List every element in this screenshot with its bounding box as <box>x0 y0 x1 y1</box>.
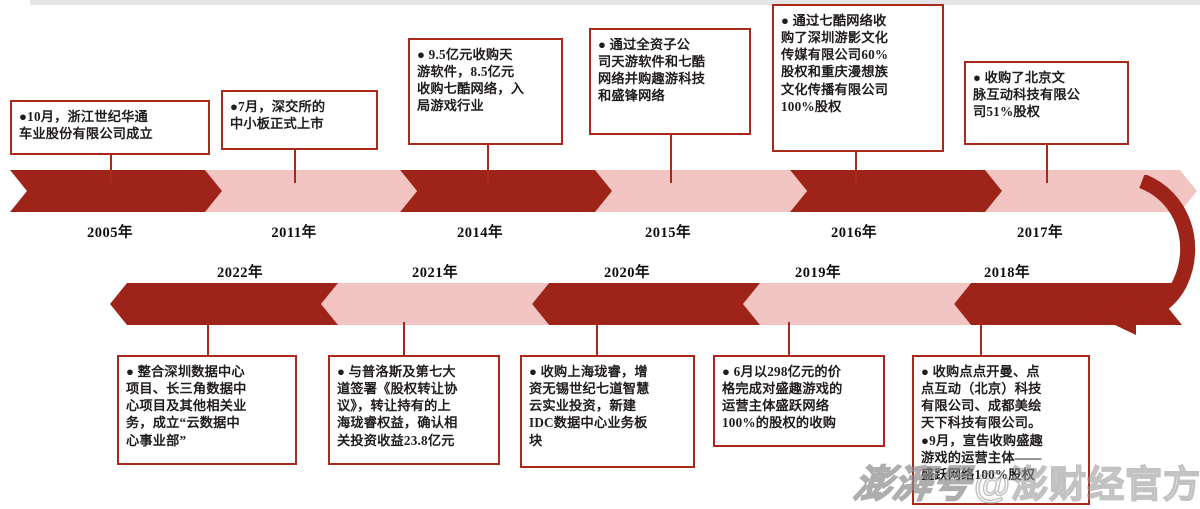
timeline-segment-2017 <box>985 170 1197 212</box>
event-line: 盛跃网络100%股权 <box>921 466 1036 482</box>
year-label-2021: 2021年 <box>412 265 458 281</box>
top-timeline-arrow-row <box>10 170 1180 212</box>
event-line: 点互动（北京）科技 <box>921 381 1042 397</box>
event-box-2016: ● 通过七酷网络收 购了深圳游影文化 传媒有限公司60% 股权和重庆漫想族 文化… <box>772 4 944 152</box>
year-label-2014: 2014年 <box>457 225 503 241</box>
event-line: 运营主体盛跃网络 <box>722 398 830 414</box>
event-line: 传媒有限公司60% <box>781 47 889 63</box>
event-line: 海珑睿权益，确认相 <box>337 415 458 431</box>
event-line: 游戏的运营主体—— <box>921 449 1042 465</box>
year-label-2022: 2022年 <box>217 265 263 281</box>
event-line: 局游戏行业 <box>417 98 484 114</box>
event-box-2019: ● 6月以298亿元的价 格完成对盛趣游戏的 运营主体盛跃网络 100%的股权的… <box>713 355 885 447</box>
event-line: 脉互动科技有限公 <box>973 87 1081 103</box>
event-box-2005: ●10月，浙江世纪华通 车业股份有限公司成立 <box>10 100 210 155</box>
event-line: 中小板正式上市 <box>230 116 324 132</box>
event-line: 网络并购趣游科技 <box>598 71 706 87</box>
stem-2016 <box>855 152 857 183</box>
event-line: ● 6月以298亿元的价 <box>722 364 842 379</box>
event-line: 司天游软件和七酷 <box>598 54 706 70</box>
event-line: 100%的股权的收购 <box>722 415 837 431</box>
event-box-2017: ● 收购了北京文 脉互动科技有限公 司51%股权 <box>964 61 1129 145</box>
stem-2021 <box>403 322 405 357</box>
event-line: ● 收购了北京文 <box>973 70 1065 85</box>
event-line: 项目、长三角数据中 <box>126 381 247 397</box>
event-line: 有限公司、成都美绘 <box>921 398 1042 414</box>
year-label-2005: 2005年 <box>87 225 133 241</box>
stem-2019 <box>788 322 790 357</box>
event-line: 收购七酷网络，入 <box>417 81 525 97</box>
event-line: 块 <box>529 432 543 448</box>
year-label-2020: 2020年 <box>604 265 650 281</box>
event-line: 和盛锋网络 <box>598 88 665 104</box>
event-box-2021: ● 与普洛斯及第七大 道签署《股权转让协 议》，转让持有的上 海珑睿权益，确认相… <box>328 355 500 465</box>
event-line: 100%股权 <box>781 98 842 114</box>
event-line: 云实业投资，新建 <box>529 398 637 414</box>
event-line: 心项目及其他相关业 <box>126 398 247 414</box>
timeline-segment-2015 <box>595 170 807 212</box>
event-line: ● 与普洛斯及第七大 <box>337 364 456 379</box>
stem-2017 <box>1046 145 1048 183</box>
event-line: 文化传播有限公司 <box>781 81 889 97</box>
event-line: IDC数据中心业务板 <box>529 415 648 431</box>
event-box-2014: ● 9.5亿元收购天 游软件，8.5亿元 收购七酷网络，入 局游戏行业 <box>408 38 563 145</box>
event-line: 议》，转让持有的上 <box>337 398 451 414</box>
event-box-2020: ● 收购上海珑睿，增 资无锡世纪七道智慧 云实业投资，新建 IDC数据中心业务板… <box>520 355 695 468</box>
timeline-segment-2005 <box>10 170 222 212</box>
event-line: 务，成立“云数据中 <box>126 415 240 431</box>
stem-2020 <box>596 322 598 357</box>
timeline-segment-2021 <box>321 283 549 325</box>
event-line: 游软件，8.5亿元 <box>417 64 515 80</box>
event-line: ●9月，宣告收购盛趣 <box>921 432 1044 448</box>
stem-2005 <box>110 155 112 183</box>
event-line: 天下科技有限公司。 <box>921 415 1042 431</box>
event-line: ●10月，浙江世纪华通 <box>19 109 148 124</box>
event-line: 车业股份有限公司成立 <box>19 126 153 142</box>
top-grey-strip <box>30 0 1200 5</box>
year-label-2011: 2011年 <box>271 225 317 241</box>
timeline-segment-2011 <box>205 170 417 212</box>
timeline-segment-2014 <box>400 170 612 212</box>
event-line: 心事业部” <box>126 432 187 448</box>
stem-2015 <box>670 135 672 183</box>
timeline-segment-2019 <box>743 283 971 325</box>
event-box-2018: ● 收购点点开曼、点 点互动（北京）科技 有限公司、成都美绘 天下科技有限公司。… <box>912 355 1090 505</box>
event-line: 格完成对盛趣游戏的 <box>722 381 843 397</box>
event-line: 关投资收益23.8亿元 <box>337 432 455 448</box>
event-line: 购了深圳游影文化 <box>781 30 889 46</box>
year-label-2018: 2018年 <box>984 265 1030 281</box>
timeline-segment-2016 <box>790 170 1002 212</box>
timeline-segment-2018 <box>954 283 1182 325</box>
event-line: 道签署《股权转让协 <box>337 381 458 397</box>
stem-2022 <box>207 322 209 357</box>
event-box-2022: ● 整合深圳数据中心 项目、长三角数据中 心项目及其他相关业 务，成立“云数据中… <box>117 355 297 465</box>
timeline-segment-2022 <box>110 283 338 325</box>
year-label-2019: 2019年 <box>795 265 841 281</box>
event-line: ●7月，深交所的 <box>230 99 326 114</box>
stem-2018 <box>980 322 982 357</box>
event-box-2015: ● 通过全资子公 司天游软件和七酷 网络并购趣游科技 和盛锋网络 <box>589 28 751 135</box>
bottom-timeline-arrow-row <box>110 283 1165 325</box>
year-label-2015: 2015年 <box>645 225 691 241</box>
timeline-segment-2020 <box>532 283 760 325</box>
event-line: ● 通过七酷网络收 <box>781 13 887 28</box>
event-line: 司51%股权 <box>973 104 1041 120</box>
event-line: ● 收购上海珑睿，增 <box>529 364 648 379</box>
year-label-2017: 2017年 <box>1017 225 1063 241</box>
event-line: ● 9.5亿元收购天 <box>417 47 513 62</box>
event-line: 资无锡世纪七道智慧 <box>529 381 650 397</box>
stem-2014 <box>487 145 489 183</box>
stem-2011 <box>294 150 296 183</box>
event-line: 股权和重庆漫想族 <box>781 64 889 80</box>
event-line: ● 通过全资子公 <box>598 37 690 52</box>
event-box-2011: ●7月，深交所的 中小板正式上市 <box>221 90 378 150</box>
year-label-2016: 2016年 <box>831 225 877 241</box>
event-line: ● 收购点点开曼、点 <box>921 364 1040 379</box>
event-line: ● 整合深圳数据中心 <box>126 364 245 379</box>
